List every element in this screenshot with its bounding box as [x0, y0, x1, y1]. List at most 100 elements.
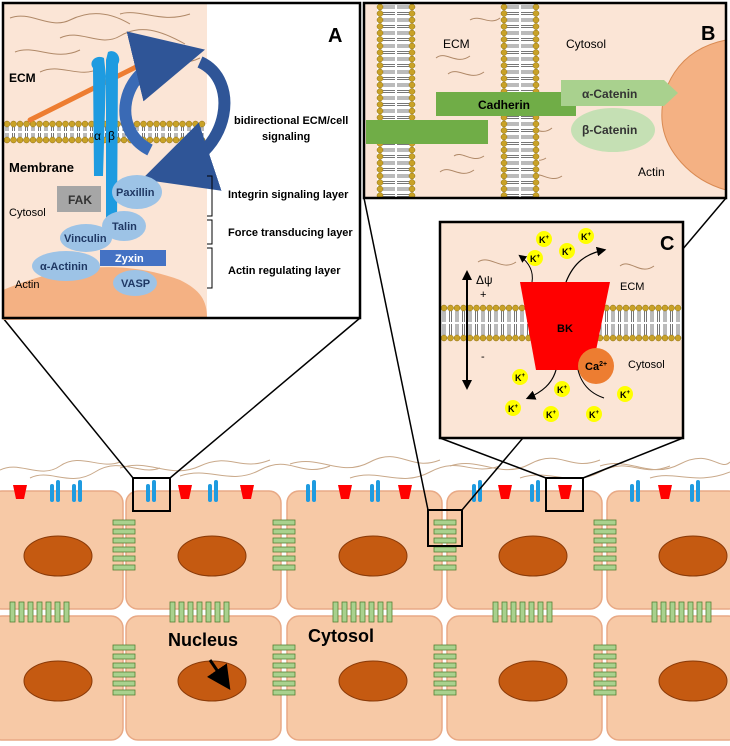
- panel-b: Cadherin α-Catenin β-Catenin ECM Cytosol…: [362, 1, 728, 200]
- lipid-head: [532, 16, 540, 24]
- lipid-head: [500, 10, 508, 17]
- lipid-head: [499, 334, 506, 342]
- lipid-head: [376, 23, 384, 30]
- lipid-head: [376, 42, 384, 50]
- lipid-head: [23, 120, 30, 128]
- panel-b-actin-label: Actin: [638, 165, 665, 179]
- lipid-head: [408, 146, 416, 154]
- lipid-head: [500, 133, 508, 141]
- bk-channel-icon: [498, 485, 512, 499]
- lipid-head: [532, 185, 540, 193]
- lipid-head: [376, 49, 384, 56]
- lipid-head: [532, 133, 540, 141]
- lipid-head: [661, 334, 669, 342]
- lipid-head: [629, 334, 636, 342]
- nucleus-label: Nucleus: [168, 630, 238, 650]
- vertical-junctions: [112, 519, 617, 696]
- bk-channel: [520, 282, 610, 370]
- lipid-head: [55, 136, 63, 144]
- lipid-head: [133, 120, 141, 128]
- lipid-head: [635, 334, 643, 342]
- plus-label: +: [480, 289, 486, 301]
- nucleus: [23, 660, 93, 702]
- lipid-head: [376, 166, 384, 173]
- lipid-head: [500, 166, 508, 173]
- lipid-head: [532, 166, 540, 173]
- lipid-head: [376, 159, 384, 167]
- lipid-head: [408, 114, 416, 121]
- panel-c-letter: C: [660, 233, 674, 255]
- lipid-head: [408, 36, 416, 43]
- lipid-head: [492, 334, 500, 342]
- panel-a-membrane: [3, 120, 207, 144]
- paxillin-protein: [112, 175, 162, 209]
- svg-text:K+: K+: [546, 410, 557, 420]
- lipid-head: [408, 159, 416, 167]
- cadherin-protein-upper: [436, 92, 576, 116]
- lipid-head: [36, 136, 43, 144]
- lipid-head: [642, 334, 649, 342]
- lipid-head: [408, 179, 416, 186]
- lipid-head: [146, 120, 154, 128]
- lipid-head: [408, 10, 416, 17]
- lipid-head: [376, 146, 384, 154]
- lipid-head: [616, 304, 623, 312]
- lipid-head: [505, 304, 513, 312]
- potassium-ions: K+K+K+K+K+K+K+K+K+K+: [505, 228, 633, 422]
- lipid-head: [153, 120, 160, 128]
- lipid-head: [668, 334, 675, 342]
- potassium-ion: K+: [505, 400, 521, 416]
- lipid-head: [376, 16, 384, 24]
- lipid-head: [140, 120, 147, 128]
- lipid-head: [532, 49, 540, 56]
- lipid-head: [408, 62, 416, 69]
- nucleus: [658, 660, 728, 702]
- lipid-head: [408, 42, 416, 50]
- efflux-arrow-left: [518, 254, 533, 283]
- lipid-head: [198, 120, 206, 128]
- lipid-head: [166, 136, 173, 144]
- ecm-fibers: [0, 456, 730, 479]
- lipid-head: [172, 136, 180, 144]
- bk-channel-icon: [178, 485, 192, 499]
- lipid-head: [492, 304, 500, 312]
- lipid-head: [655, 304, 662, 312]
- lipid-head: [62, 136, 69, 144]
- alpha-catenin-protein: [561, 80, 678, 106]
- lipid-head: [166, 120, 173, 128]
- lipid-head: [532, 140, 540, 147]
- lipid-head: [179, 136, 186, 144]
- lipid-head: [75, 120, 82, 128]
- fak-protein: [57, 186, 101, 212]
- lipid-head: [453, 304, 461, 312]
- lipid-head: [674, 334, 682, 342]
- lipid-head: [376, 101, 384, 108]
- surface-integrins: [50, 480, 700, 502]
- integrin-icon: [690, 480, 700, 502]
- lipid-head: [500, 172, 508, 180]
- lipid-head: [159, 136, 167, 144]
- lipid-head: [655, 334, 662, 342]
- panel-c-ecm-fibers: [477, 259, 655, 270]
- lipid-head: [408, 16, 416, 24]
- lipid-head: [668, 304, 675, 312]
- lipid-head: [500, 159, 508, 167]
- lipid-head: [532, 146, 540, 154]
- svg-text:K+: K+: [589, 410, 600, 420]
- lipid-head: [159, 120, 167, 128]
- lipid-head: [532, 81, 540, 89]
- lipid-head: [460, 334, 467, 342]
- lipid-head: [179, 120, 186, 128]
- lipid-head: [440, 304, 448, 312]
- nucleus: [177, 535, 247, 577]
- panel-a-membrane-label: Membrane: [9, 160, 74, 175]
- lipid-head: [153, 136, 160, 144]
- lipid-head: [532, 75, 540, 82]
- lipid-head: [447, 334, 454, 342]
- lipid-head: [376, 10, 384, 17]
- lipid-head: [376, 107, 384, 115]
- actin-regulating-layer-label: Actin regulating layer: [228, 265, 341, 277]
- zyxin-label: Zyxin: [115, 253, 144, 265]
- lipid-head: [408, 68, 416, 76]
- nucleus: [338, 535, 408, 577]
